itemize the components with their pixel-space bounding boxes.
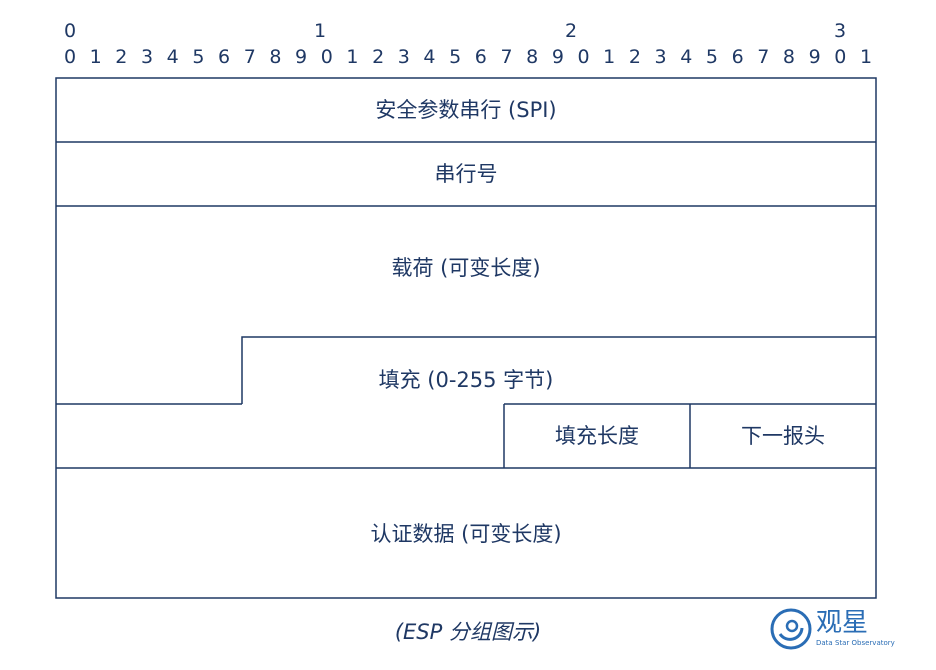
bit-tick-19: 9 [551,46,564,68]
padding-field-label: 填充 (0-255 字节) [378,368,554,392]
packet-outline [55,77,877,599]
bit-tick-23: 3 [654,46,667,68]
tens-tick-2: 2 [564,20,578,42]
bit-tick-17: 7 [500,46,513,68]
payload-field-label: 载荷 (可变长度) [391,256,541,280]
bit-tick-0: 0 [63,46,77,68]
bit-tick-24: 4 [680,46,693,68]
bit-tick-22: 2 [628,46,641,68]
bit-tick-5: 5 [192,46,205,68]
diagram-caption: (ESP 分组图示) [394,620,542,644]
bit-tick-28: 8 [782,46,795,68]
bit-tick-10: 0 [320,46,333,68]
bit-tick-16: 6 [474,46,487,68]
bit-tick-4: 4 [166,46,179,68]
brand-watermark: 观星 Data Star Observatory [768,604,895,658]
bit-tick-13: 3 [397,46,410,68]
bit-tick-18: 8 [526,46,539,68]
bit-tick-12: 2 [372,46,385,68]
bit-tick-2: 2 [115,46,128,68]
bit-tick-25: 5 [705,46,718,68]
tens-tick-0: 0 [63,20,77,42]
bit-tick-1: 1 [89,46,102,68]
bit-tick-21: 1 [603,46,616,68]
spi-field-label: 安全参数串行 (SPI) [375,98,557,122]
bit-tick-29: 9 [808,46,821,68]
pad-length-field-label: 填充长度 [555,424,639,448]
auth-data-field-label: 认证数据 (可变长度) [370,522,562,546]
bit-tick-7: 7 [243,46,256,68]
bit-tick-30: 0 [834,46,847,68]
brand-name: 观星 [816,608,869,638]
bit-tick-8: 8 [269,46,282,68]
brand-subtitle: Data Star Observatory [816,639,895,647]
next-header-field-label: 下一报头 [741,424,825,448]
bit-tick-14: 4 [423,46,436,68]
bit-tick-6: 6 [218,46,231,68]
bit-tick-31: 1 [859,46,873,68]
bit-tick-20: 0 [577,46,590,68]
bit-ruler-tens: 0 1 2 3 [0,19,936,43]
bit-tick-26: 6 [731,46,744,68]
tens-tick-3: 3 [833,20,847,42]
padding-top-boundary [241,336,876,404]
bit-tick-27: 7 [757,46,770,68]
bit-tick-15: 5 [449,46,462,68]
bit-tick-11: 1 [346,46,359,68]
tens-tick-1: 1 [313,20,327,42]
bit-tick-9: 9 [295,46,308,68]
brand-logo-icon [770,608,812,650]
bit-tick-3: 3 [140,46,154,68]
sequence-number-field-label: 串行号 [434,162,498,186]
